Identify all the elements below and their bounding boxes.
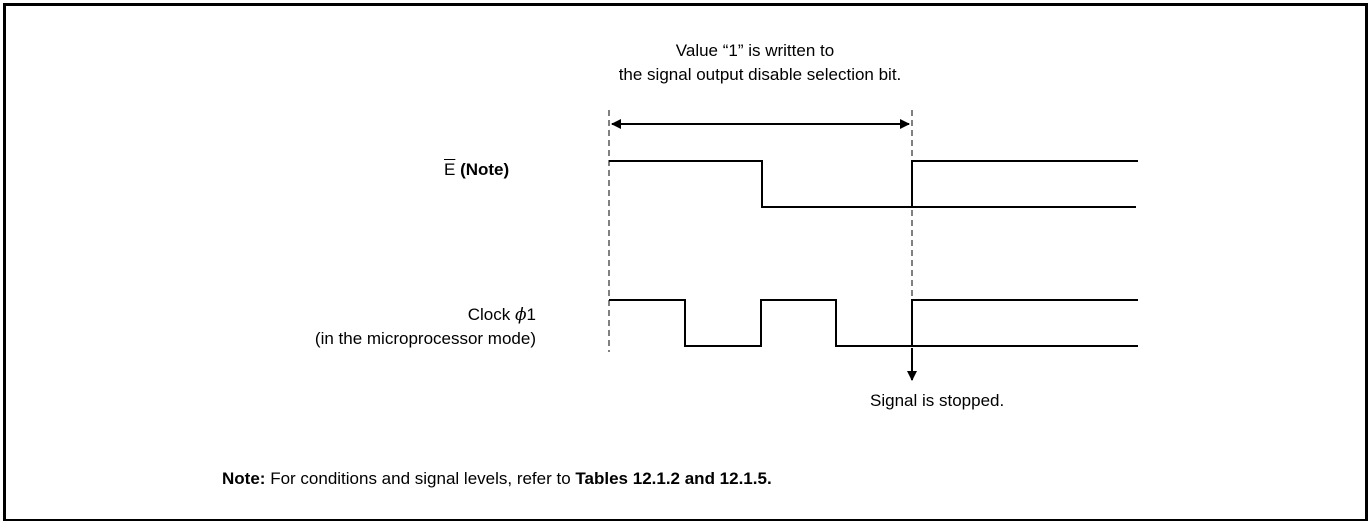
signal-stopped-label: Signal is stopped.	[870, 391, 1005, 410]
clock-signal-label: Clock ϕ1	[340, 304, 536, 326]
e-signal-waveform	[609, 160, 1138, 208]
clock-index: 1	[526, 305, 536, 324]
header-line-1: Value “1” is written to	[675, 41, 835, 60]
phi-symbol: ϕ	[514, 305, 527, 325]
clock-mode-label: (in the microprocessor mode)	[314, 329, 536, 348]
header-line-2: the signal output disable selection bit.	[618, 65, 902, 84]
clock-signal-waveform	[609, 299, 1138, 347]
footnote-label: Note:	[222, 469, 266, 488]
footnote-text: For conditions and signal levels, refer …	[270, 469, 571, 488]
e-signal-note: (Note)	[460, 160, 510, 179]
e-signal-label: E (Note)	[444, 159, 509, 181]
footnote-reference: Tables 12.1.2 and 12.1.5.	[575, 469, 772, 488]
footnote: Note: For conditions and signal levels, …	[222, 468, 772, 490]
e-signal-name: E	[444, 160, 456, 179]
clock-label-text: Clock	[467, 305, 511, 324]
